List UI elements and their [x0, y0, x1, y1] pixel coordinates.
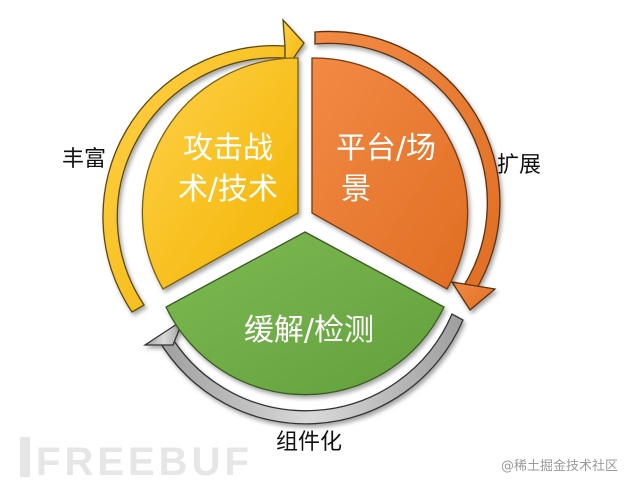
- attack-tactics-segment: [141, 57, 299, 290]
- platform-scenario-segment: [311, 57, 469, 290]
- platform-scenario-label-line2: 景: [341, 172, 371, 207]
- extend-label: 扩展: [497, 153, 541, 178]
- attack-tactics-label-line1: 攻击战: [183, 131, 273, 166]
- componentize-label: 组件化: [276, 430, 342, 455]
- mitigation-detection-segment: [165, 231, 445, 396]
- platform-scenario-label-line1: 平台/场: [336, 131, 436, 166]
- componentize-arc-arrow: [142, 313, 464, 425]
- freebuf-logo-text: FREEBUF: [36, 440, 253, 484]
- enrich-label: 丰富: [62, 147, 106, 172]
- extend-arc-arrow: [314, 30, 501, 311]
- freebuf-watermark: FREEBUF: [20, 437, 253, 484]
- mitigation-detection-label: 缓解/检测: [244, 313, 374, 348]
- attack-tactics-label-line2: 术/技术: [178, 172, 278, 207]
- juejin-credit-watermark: @稀土掘金技术社区: [501, 458, 618, 474]
